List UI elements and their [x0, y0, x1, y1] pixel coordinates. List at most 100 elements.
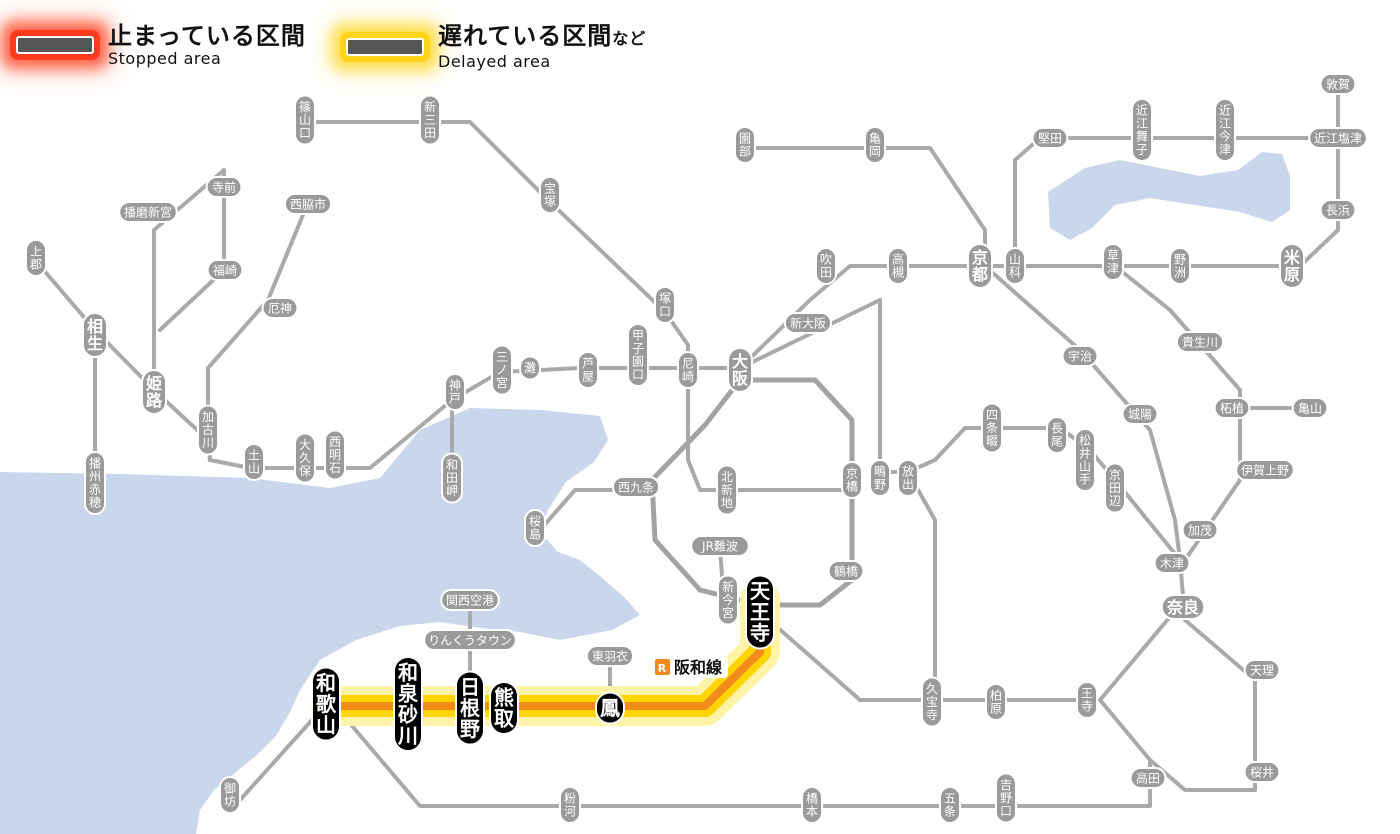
station-kizu: 木津: [1153, 552, 1191, 574]
station-takada: 高田: [1129, 767, 1167, 789]
station-name: 播磨新宮: [124, 204, 172, 219]
station-name: 吹田: [820, 253, 832, 280]
line-badge-bg: [652, 656, 728, 678]
station-name: 園部: [739, 132, 751, 159]
station-marker: [745, 574, 775, 650]
station-shinimamiya: 新今宮: [717, 574, 739, 626]
station-marker: [1235, 459, 1295, 481]
station-name: 三ノ宮: [496, 350, 508, 390]
station-name: 相生: [87, 317, 103, 353]
station-hashimoto: 橋本: [801, 786, 823, 824]
osaka-bay-water: [0, 408, 640, 834]
station-marker: [1243, 659, 1281, 681]
station-marker: [627, 323, 649, 387]
line-sanyo-west: [33, 258, 212, 462]
station-marker: [1213, 397, 1251, 419]
station-himeji: 姫路: [141, 369, 167, 415]
line-badge-hanwa: R 阪和線: [652, 656, 728, 678]
station-marker: [1243, 761, 1281, 783]
station-marker: [118, 201, 178, 223]
station-name: 柘植: [1220, 400, 1244, 415]
station-marker: [981, 402, 1003, 454]
line-badge-name: 阪和線: [674, 658, 722, 677]
osaka-loop-line: [649, 377, 855, 608]
station-sannomiya: 三ノ宮: [491, 344, 513, 396]
station-rinku: りんくうタウン: [423, 629, 517, 651]
station-suita: 吹田: [815, 247, 837, 285]
station-name: 近江今津: [1219, 104, 1231, 157]
station-marker: [1031, 127, 1069, 149]
line-yamatoji: [758, 610, 1097, 702]
station-name: 厄神: [268, 301, 292, 315]
station-name: 新今宮: [722, 579, 734, 620]
station-name: 貴生川: [1182, 335, 1218, 349]
station-oji: 王寺: [1076, 681, 1098, 719]
station-wadamisaki: 和田岬: [441, 452, 463, 504]
station-marker: [841, 461, 863, 499]
station-hineno: 日根野: [455, 670, 485, 746]
station-name: 寺前: [212, 179, 236, 194]
station-okubo: 大久保: [294, 432, 316, 484]
station-name: 鴫野: [874, 465, 886, 492]
station-izumisunagawa: 和泉砂川: [393, 656, 423, 752]
station-name: 城陽: [1128, 407, 1152, 421]
station-name: 御坊: [224, 781, 236, 809]
station-name: 北新地: [721, 470, 733, 510]
station-name: 亀岡: [869, 132, 881, 159]
station-marker: [197, 404, 219, 456]
station-marker: [82, 312, 108, 358]
line-tozai-gakkentoshi: [738, 298, 1187, 622]
station-marker: [716, 464, 738, 516]
station-name: 四条畷: [986, 408, 998, 448]
station-kyuhoji: 久宝寺: [921, 676, 943, 728]
station-marker: [294, 94, 316, 146]
station-marker: [921, 676, 943, 728]
station-nagao: 長尾: [1046, 416, 1068, 454]
station-marker: [897, 459, 919, 497]
line-sanin: [743, 146, 987, 268]
station-marker: [393, 656, 423, 752]
station-omishiotsu: 近江塩津: [1308, 127, 1368, 149]
station-kusatsu_s: 貴生川: [1175, 331, 1225, 353]
station-marker: [524, 509, 546, 547]
station-name: 粉河: [564, 792, 576, 819]
line-osaka-higashi: [906, 470, 937, 702]
line-kobe: [208, 84, 1340, 470]
station-tsukaguchi: 塚口: [654, 286, 676, 324]
station-marker: [444, 373, 466, 411]
station-nagahama: 長浜: [1319, 199, 1357, 221]
station-kameyama: 亀山: [1291, 397, 1329, 419]
station-name: 野洲: [1174, 253, 1186, 280]
station-name: りんくうタウン: [428, 633, 512, 647]
station-name: 加古川: [202, 410, 214, 450]
station-marker: [887, 247, 909, 285]
station-marker: [611, 476, 661, 498]
station-name: 近江舞子: [1136, 104, 1148, 157]
station-name: 新大阪: [790, 315, 826, 330]
sea: [0, 152, 1290, 834]
station-marker: [205, 176, 243, 198]
station-aioi: 相生: [82, 312, 108, 358]
station-marker: [141, 369, 167, 415]
station-kameoka: 亀岡: [864, 126, 886, 164]
line-kosei: [1013, 136, 1340, 268]
station-marker: [577, 351, 599, 389]
line-badge-letter: R: [658, 662, 667, 675]
station-amagasaki: 尼崎: [677, 351, 699, 389]
station-marker: [1181, 519, 1219, 541]
station-name: 桜井: [1250, 765, 1274, 779]
station-name: 関西空港: [446, 593, 494, 607]
station-marker: [967, 243, 993, 289]
station-name: 松井山手: [1079, 434, 1091, 487]
station-marker: [440, 589, 500, 611]
legend-stopped-label-en: Stopped area: [108, 49, 222, 68]
station-marker: [1129, 767, 1167, 789]
station-name: 敦賀: [1326, 76, 1350, 91]
station-name: 土山: [248, 449, 260, 476]
station-name: 和田岬: [446, 458, 458, 498]
station-name: 熊取: [494, 686, 514, 731]
station-shigino: 鴫野: [869, 459, 891, 497]
station-higashihagoromo: 東羽衣: [585, 645, 635, 667]
station-name: 草津: [1107, 249, 1119, 276]
station-name: 長尾: [1051, 422, 1063, 449]
